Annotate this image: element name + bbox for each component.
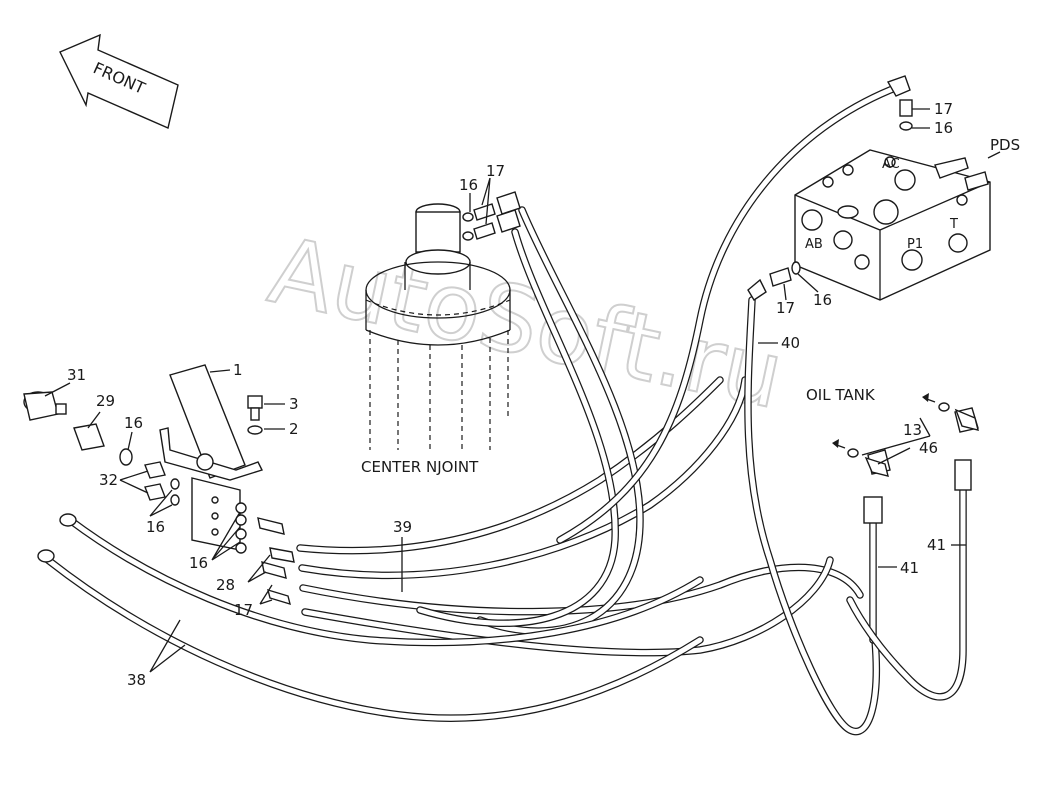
bolt-3 bbox=[247, 395, 263, 435]
fittings-valve bbox=[769, 99, 913, 287]
hose-41 bbox=[846, 407, 979, 701]
watermark: AutoSoft.ru bbox=[261, 217, 792, 430]
pds-label: PDS bbox=[990, 136, 1020, 154]
callout-13: 13 bbox=[903, 421, 922, 439]
callout-16-left: 16 bbox=[124, 414, 143, 432]
center-joint: CENTER NJOINT bbox=[361, 203, 511, 476]
callout-3: 3 bbox=[289, 395, 299, 413]
arrow-icon bbox=[922, 393, 929, 402]
callout-29: 29 bbox=[96, 392, 115, 410]
fittings-joint bbox=[462, 191, 521, 241]
fittings-28 bbox=[257, 517, 295, 606]
hose-valve-top bbox=[556, 75, 911, 544]
callout-28: 28 bbox=[216, 576, 235, 594]
callout-32: 32 bbox=[99, 471, 118, 489]
callout-40: 40 bbox=[781, 334, 800, 352]
port-p1-label: P1 bbox=[907, 237, 923, 252]
callout-41-right: 41 bbox=[927, 536, 946, 554]
port-t-label: T bbox=[949, 217, 958, 232]
callout-17-block: 17 bbox=[234, 601, 253, 619]
callout-31: 31 bbox=[67, 366, 86, 384]
callout-17-valve-side: 17 bbox=[776, 299, 795, 317]
callout-41-left: 41 bbox=[900, 559, 919, 577]
callout-2: 2 bbox=[289, 420, 299, 438]
washer-16-left bbox=[119, 448, 133, 466]
port-ab-label: AB bbox=[805, 237, 823, 252]
elbow-32 bbox=[144, 461, 180, 506]
arrow-icon bbox=[832, 439, 839, 448]
hose-39 bbox=[296, 376, 864, 657]
pressure-switch-31 bbox=[23, 391, 67, 421]
pedal-assembly bbox=[159, 364, 263, 554]
hose-38 bbox=[37, 513, 704, 722]
adapter-29 bbox=[73, 423, 105, 451]
callout-16-valve-top: 16 bbox=[934, 119, 953, 137]
callout-38: 38 bbox=[127, 671, 146, 689]
callout-16-joint: 16 bbox=[459, 176, 478, 194]
callout-39: 39 bbox=[393, 518, 412, 536]
oil-tank-title: OIL TANK bbox=[806, 386, 876, 404]
fittings-oil-tank bbox=[832, 393, 979, 477]
callout-16-valve-side: 16 bbox=[813, 291, 832, 309]
leader-lines bbox=[44, 108, 966, 673]
callout-17-valve-top: 17 bbox=[934, 100, 953, 118]
pds-valve-block: AC AB P1 T PDS bbox=[794, 136, 1020, 301]
callout-16-block-lower: 16 bbox=[189, 554, 208, 572]
hose-40 bbox=[744, 278, 881, 736]
callout-1: 1 bbox=[233, 361, 243, 379]
front-arrow-icon: FRONT bbox=[59, 33, 179, 129]
callout-17-joint: 17 bbox=[486, 162, 505, 180]
center-joint-title: CENTER NJOINT bbox=[361, 458, 479, 476]
callout-16-block-upper: 16 bbox=[146, 518, 165, 536]
port-ac-label: AC bbox=[882, 157, 900, 172]
callout-46: 46 bbox=[919, 439, 938, 457]
